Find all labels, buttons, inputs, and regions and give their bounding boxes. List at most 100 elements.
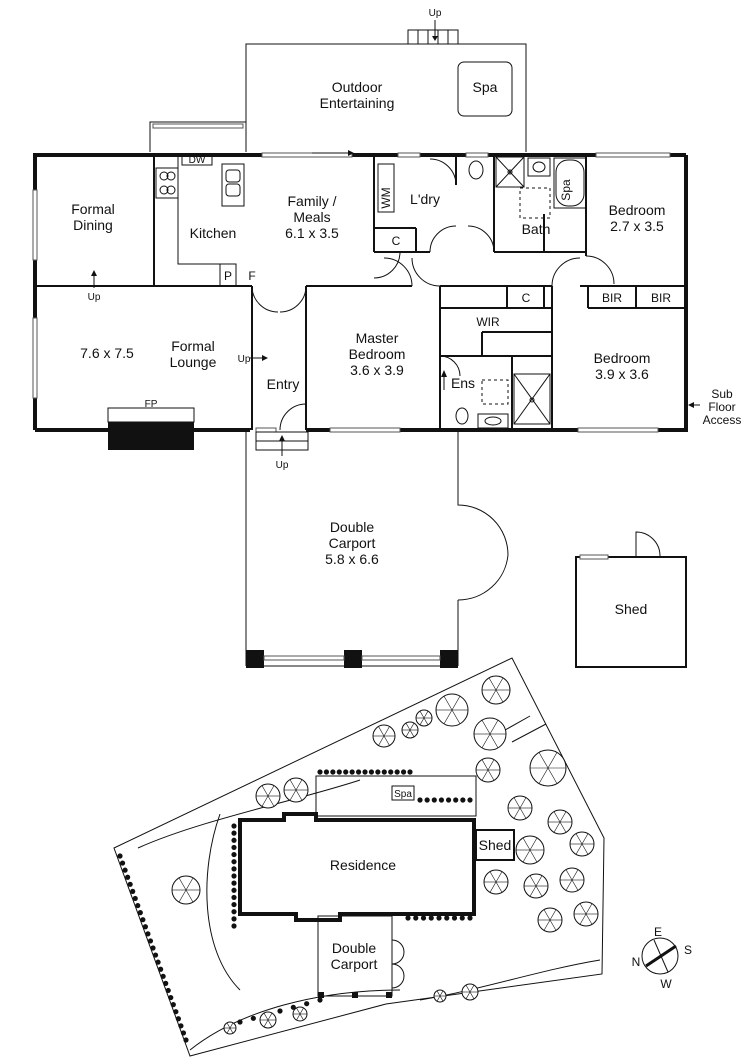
up-marker-entry: Up	[276, 460, 289, 471]
bath-label: Bath	[522, 221, 551, 237]
hedge-shrub	[231, 880, 237, 886]
hedge-shrub	[231, 866, 237, 872]
kitchen-fixtures	[155, 154, 245, 287]
kitchen-sink	[225, 169, 241, 183]
site-tree-branch	[261, 795, 269, 807]
site-tree-branch	[585, 913, 593, 925]
site-tree-branch	[553, 811, 561, 823]
outdoor-entertaining-area	[149, 20, 527, 152]
site-tree-branch	[488, 677, 497, 691]
hedge-shrub	[117, 853, 123, 859]
site-tree-branch	[543, 919, 551, 931]
hedge-shrub	[231, 859, 237, 865]
site-tree-branch	[383, 726, 390, 737]
site-tree-branch	[178, 889, 187, 903]
windows	[32, 152, 671, 433]
site-tree-branch	[495, 881, 503, 893]
hedge-shrub	[132, 895, 138, 902]
site-tree-branch	[289, 779, 297, 791]
site-tree-branch	[489, 719, 499, 735]
hedge-shrub	[231, 894, 237, 901]
site-tree-branch	[535, 875, 543, 887]
hedge-shrub	[400, 769, 407, 775]
family-meals-label: Family /Meals	[288, 193, 337, 225]
bedroom3-dimensions: 3.9 x 3.6	[595, 366, 649, 382]
hedge-shrub	[127, 881, 133, 887]
hedge-shrub	[122, 867, 128, 873]
site-tree-branch	[267, 795, 275, 807]
hedge-shrub	[231, 837, 237, 843]
ensuite-shower	[513, 373, 551, 425]
site-tree-branch	[296, 1007, 301, 1015]
site-tree-branch	[295, 779, 303, 791]
hedge-shrub	[145, 931, 151, 937]
hedge-shrub	[330, 769, 336, 775]
site-tree-branch	[543, 909, 551, 921]
site-tree-branch	[419, 710, 425, 719]
double-carport-dimensions: 5.8 x 6.6	[325, 551, 379, 567]
site-tree-branch	[185, 889, 194, 903]
site-shed	[475, 829, 515, 861]
hedge-shrub	[431, 797, 437, 803]
hedge-shrub	[160, 973, 166, 979]
hedge-shrub	[436, 915, 442, 921]
bath-spa-tub	[555, 159, 585, 207]
site-tree-branch	[469, 991, 475, 1000]
formal-lounge-dimensions: 7.6 x 7.5	[80, 345, 134, 361]
hedge-shrub	[119, 860, 126, 866]
hedge-shrub	[150, 945, 156, 951]
site-trees	[171, 675, 599, 1035]
hedge-shrub	[304, 1001, 310, 1007]
hedge-shrub	[237, 1019, 243, 1025]
site-tree-branch	[519, 797, 527, 809]
hedge-shrub	[130, 888, 136, 894]
doors	[251, 158, 615, 601]
hedge-shrub	[445, 797, 452, 803]
hedge-shrub	[467, 915, 473, 921]
site-tree-branch	[565, 869, 573, 881]
family-meals-dimensions: 6.1 x 3.5	[285, 225, 339, 241]
site-tree-branch	[488, 689, 497, 703]
site-tree-branch	[419, 717, 425, 726]
hedge-shrub	[155, 959, 161, 965]
entry-label: Entry	[267, 376, 300, 392]
site-tree-branch	[529, 837, 538, 851]
hedge-shrub	[467, 797, 473, 803]
hedge-shrub	[424, 797, 430, 803]
pantry-label: P	[224, 269, 232, 283]
site-tree-branch	[522, 837, 531, 851]
hedge-shrub	[277, 1008, 283, 1014]
compass-rose	[641, 937, 679, 975]
washing-machine	[377, 163, 395, 213]
site-tree-branch	[581, 843, 589, 855]
site-tree-branch	[178, 877, 187, 891]
site-spa	[391, 785, 415, 801]
site-tree-branch	[579, 913, 587, 925]
site-tree-branch	[267, 1012, 273, 1021]
site-tree-branch	[267, 785, 275, 797]
hedge-shrub	[453, 797, 459, 803]
site-tree-branch	[529, 849, 538, 863]
site-tree-branch	[451, 695, 461, 711]
hedge-shrub	[231, 851, 237, 858]
site-tree-branch	[487, 759, 495, 771]
bath-spa-label: Spa	[559, 179, 573, 201]
site-tree-branch	[439, 990, 444, 997]
fridge-label: F	[248, 269, 255, 283]
fireplace-hearth	[108, 422, 194, 450]
site-tree-branch	[465, 991, 471, 1000]
site-tree-branch	[529, 875, 537, 887]
master-bedroom-dimensions: 3.6 x 3.9	[350, 362, 404, 378]
wir-cupboard-label: C	[522, 291, 531, 305]
site-tree-branch	[495, 689, 504, 703]
site-tree-branch	[565, 879, 573, 891]
hedge-shrub	[231, 909, 237, 915]
kitchen-label: Kitchen	[190, 225, 237, 241]
hedge-shrub	[147, 938, 154, 944]
hedge-shrub	[231, 873, 237, 879]
hedge-shrub	[142, 924, 148, 930]
hedge-shrub	[231, 844, 237, 851]
